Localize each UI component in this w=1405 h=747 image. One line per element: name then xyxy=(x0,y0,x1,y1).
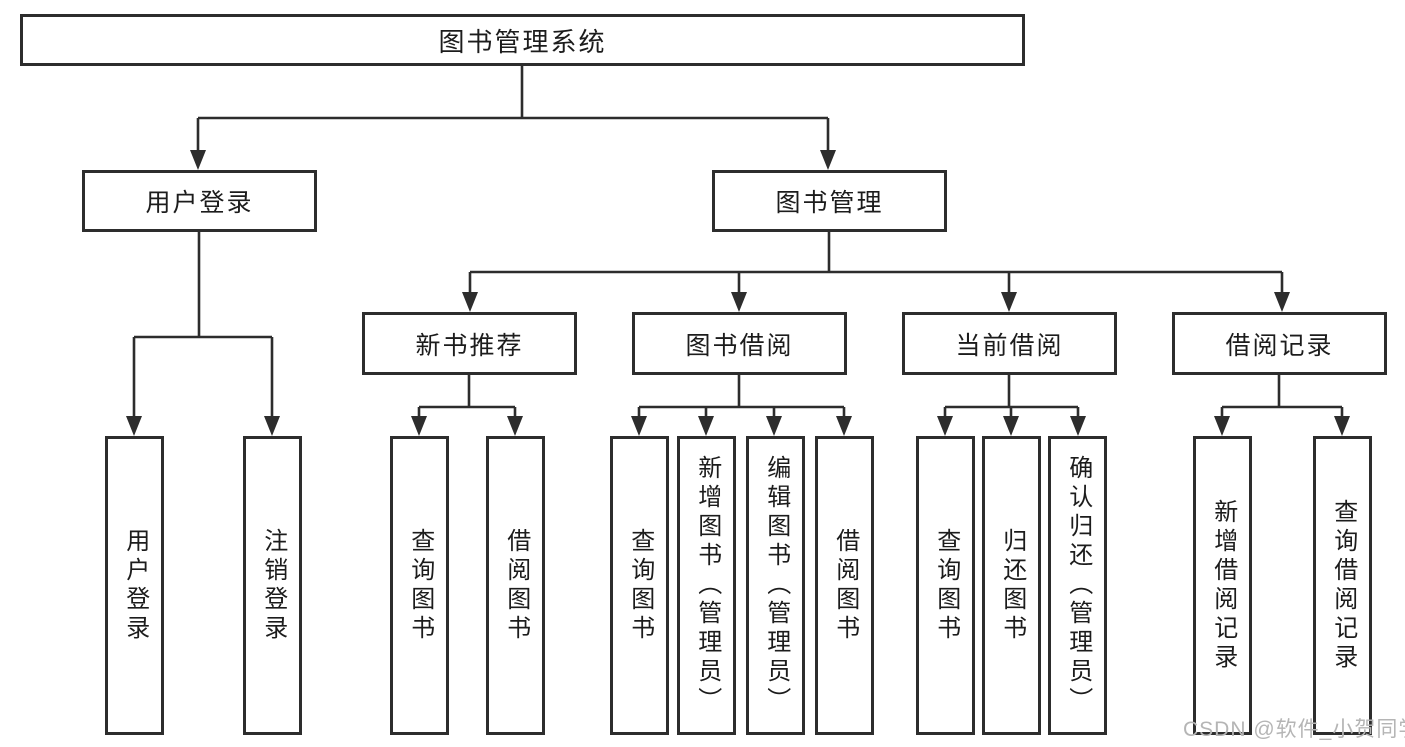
node-book-management: 图书管理 xyxy=(712,170,947,232)
node-leaf-logout-label: 注销登录 xyxy=(259,527,287,644)
node-leaf-add-borrow-record: 新增借阅记录 xyxy=(1193,436,1252,735)
node-leaf-recommend-query-books-label: 查询图书 xyxy=(406,527,434,644)
node-leaf-user-login: 用户登录 xyxy=(105,436,164,735)
node-current-borrow-label: 当前借阅 xyxy=(955,331,1064,360)
node-borrow-records: 借阅记录 xyxy=(1172,312,1387,375)
node-leaf-confirm-return-admin: 确认归还（管理员） xyxy=(1048,436,1107,735)
node-leaf-borrow-books-label: 借阅图书 xyxy=(831,527,859,644)
node-leaf-add-books-admin-label: 新增图书（管理员） xyxy=(693,455,721,716)
node-leaf-recommend-borrow-books: 借阅图书 xyxy=(486,436,545,735)
node-book-management-label: 图书管理 xyxy=(775,189,884,217)
node-leaf-add-books-admin: 新增图书（管理员） xyxy=(677,436,736,735)
node-leaf-recommend-query-books: 查询图书 xyxy=(390,436,449,735)
node-leaf-return-books: 归还图书 xyxy=(982,436,1041,735)
node-leaf-edit-books-admin: 编辑图书（管理员） xyxy=(746,436,805,735)
node-leaf-user-login-label: 用户登录 xyxy=(121,527,149,644)
node-leaf-query-borrow-record: 查询借阅记录 xyxy=(1313,436,1372,735)
node-borrow-records-label: 借阅记录 xyxy=(1225,331,1334,360)
node-leaf-edit-books-admin-label: 编辑图书（管理员） xyxy=(762,455,790,716)
node-user-login-label: 用户登录 xyxy=(145,189,254,217)
node-leaf-recommend-borrow-books-label: 借阅图书 xyxy=(502,527,530,644)
node-book-borrow: 图书借阅 xyxy=(632,312,847,375)
node-leaf-borrow-books: 借阅图书 xyxy=(815,436,874,735)
node-root: 图书管理系统 xyxy=(20,14,1025,66)
connector-edges xyxy=(132,66,1344,418)
arrowheads xyxy=(126,150,1350,436)
node-leaf-return-books-label: 归还图书 xyxy=(998,527,1026,644)
node-leaf-logout: 注销登录 xyxy=(243,436,302,735)
node-leaf-current-query-books-label: 查询图书 xyxy=(932,527,960,644)
node-leaf-current-query-books: 查询图书 xyxy=(916,436,975,735)
node-book-borrow-label: 图书借阅 xyxy=(685,331,794,360)
node-leaf-query-borrow-record-label: 查询借阅记录 xyxy=(1329,498,1357,673)
csdn-watermark: CSDN @软件_小贺同学 xyxy=(1183,718,1405,741)
node-leaf-borrow-query-books: 查询图书 xyxy=(610,436,669,735)
node-new-book-recommend-label: 新书推荐 xyxy=(415,331,524,360)
node-user-login: 用户登录 xyxy=(82,170,317,232)
node-leaf-confirm-return-admin-label: 确认归还（管理员） xyxy=(1064,455,1092,716)
node-leaf-add-borrow-record-label: 新增借阅记录 xyxy=(1209,498,1237,673)
node-leaf-borrow-query-books-label: 查询图书 xyxy=(626,527,654,644)
node-root-label: 图书管理系统 xyxy=(438,26,607,57)
node-new-book-recommend: 新书推荐 xyxy=(362,312,577,375)
node-current-borrow: 当前借阅 xyxy=(902,312,1117,375)
